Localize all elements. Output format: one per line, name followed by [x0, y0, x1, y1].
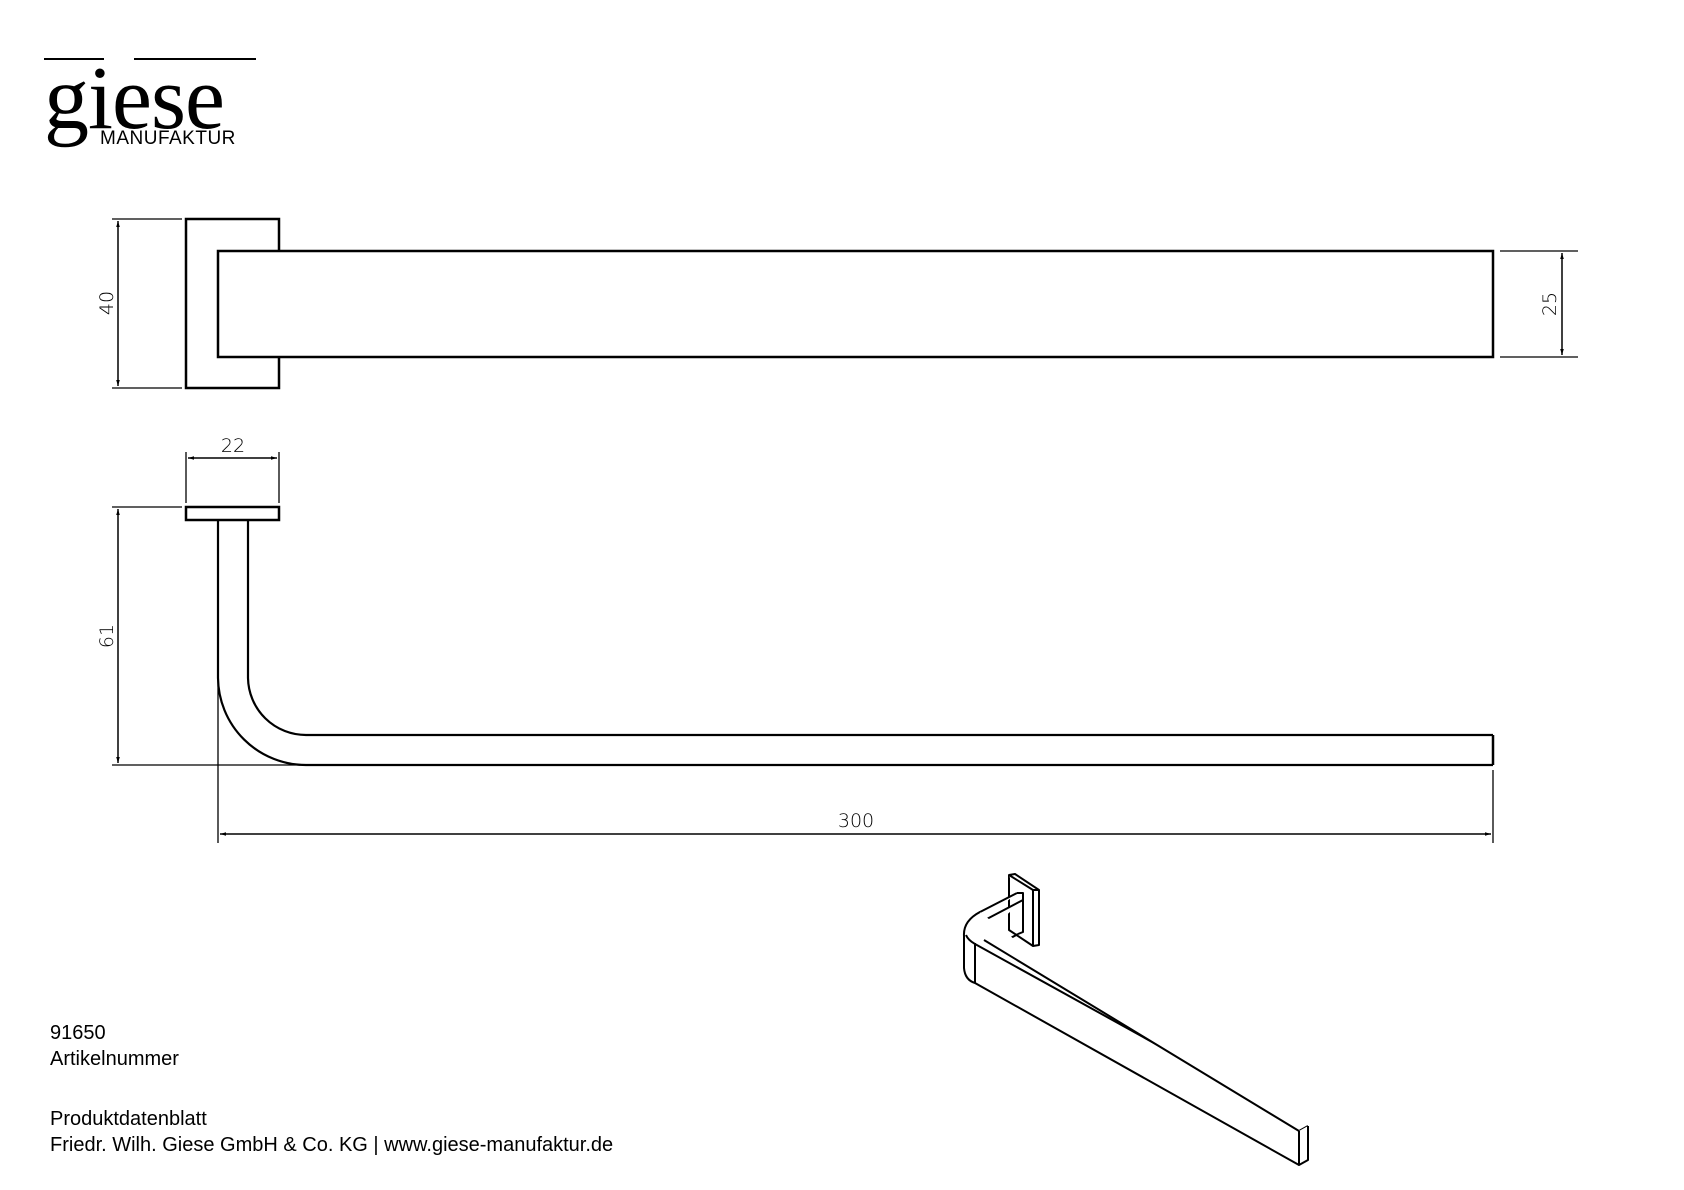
document-info-block: Produktdatenblatt Friedr. Wilh. Giese Gm… [50, 1106, 613, 1158]
logo-rule-right [134, 58, 256, 60]
company-website-line: Friedr. Wilh. Giese GmbH & Co. KG | www.… [50, 1134, 614, 1156]
logo-wordmark: giese [44, 49, 225, 148]
company-logo: giese MANUFAKTUR [44, 52, 256, 152]
dim-label-40: 40 [96, 291, 118, 315]
isometric-view [962, 873, 1309, 1166]
article-number-label: Artikelnummer [50, 1048, 179, 1070]
dim-label-22: 22 [221, 435, 245, 457]
logo-subtitle: MANUFAKTUR [100, 128, 236, 149]
dim-label-61: 61 [96, 624, 118, 648]
bar-outer-profile [216, 520, 1493, 767]
dim-label-25: 25 [1539, 292, 1561, 316]
document-title: Produktdatenblatt [50, 1108, 207, 1130]
article-number: 91650 [50, 1022, 106, 1044]
logo-rule-left [44, 58, 104, 60]
dim-label-300: 300 [838, 810, 874, 832]
top-view [112, 217, 1578, 390]
bar-inner-profile [246, 520, 1493, 737]
side-view [112, 452, 1495, 843]
wall-plate-side [184, 505, 281, 522]
bar-front [216, 249, 1495, 359]
article-block: 91650 Artikelnummer [50, 1020, 179, 1072]
